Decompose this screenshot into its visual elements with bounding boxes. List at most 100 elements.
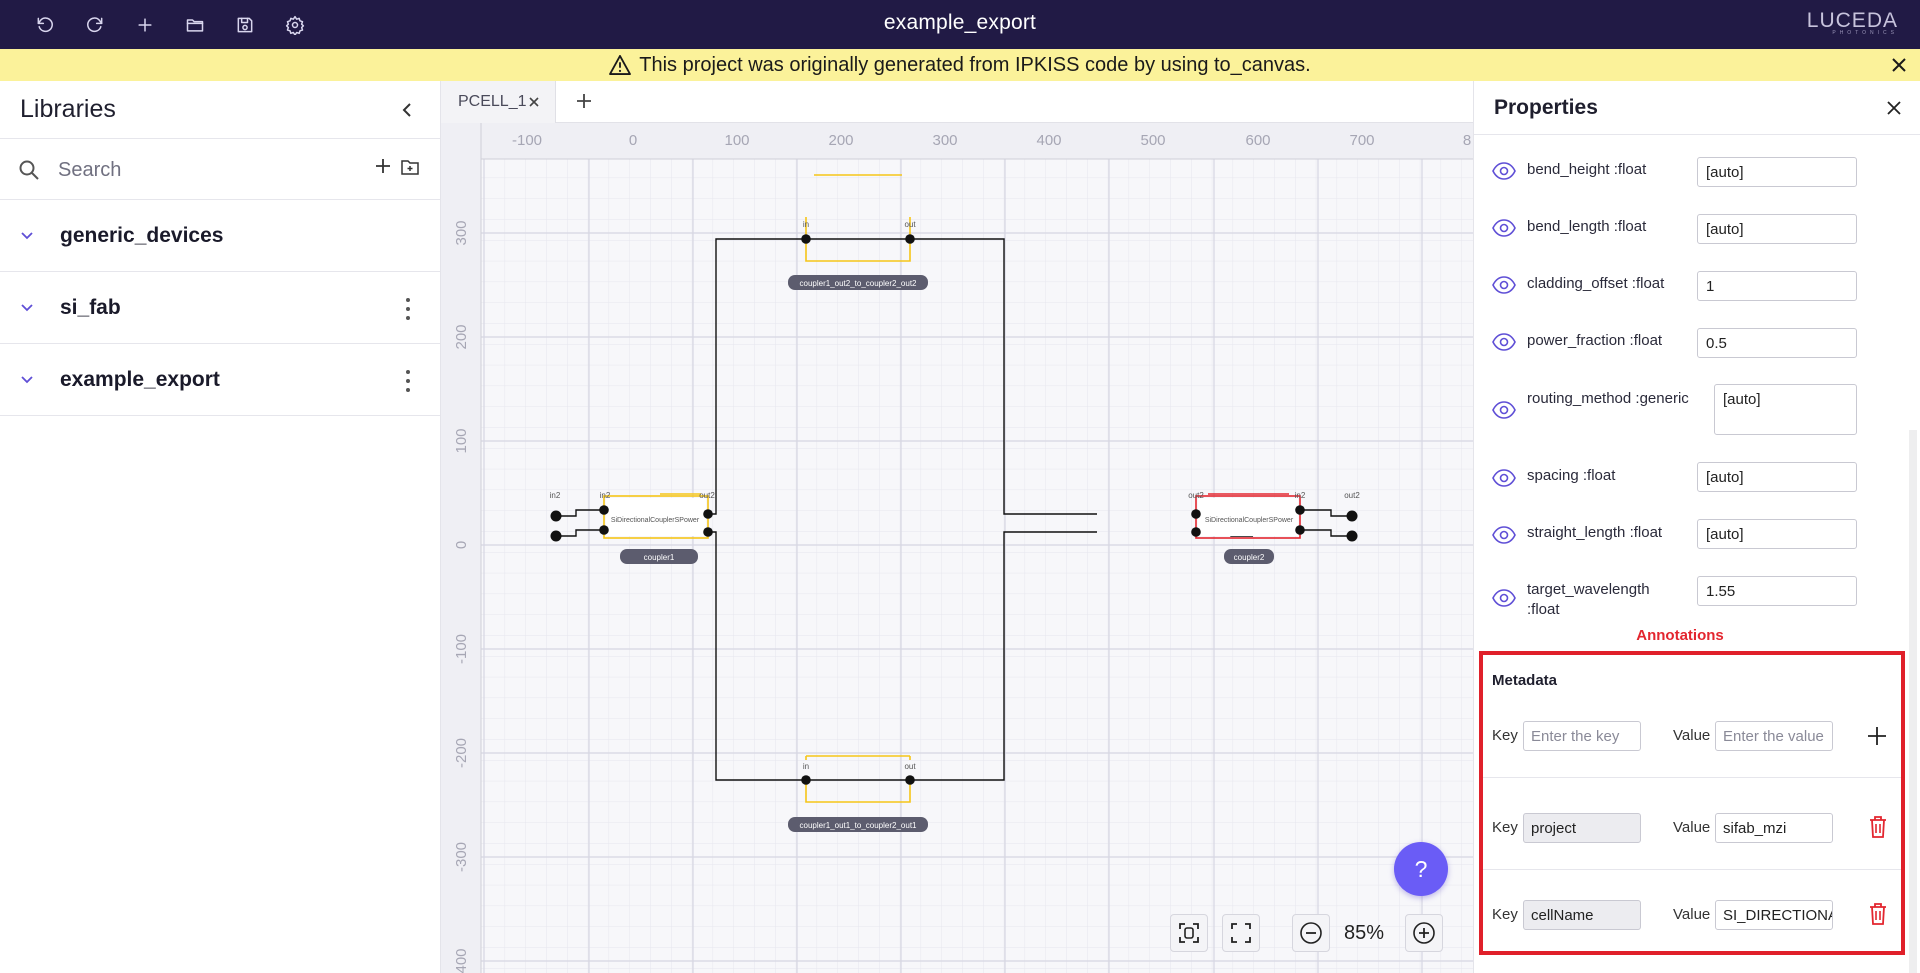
route-bottom[interactable]: in out coupler1_out1_to_coupler2_out1 bbox=[788, 755, 928, 832]
eye-icon[interactable] bbox=[1492, 276, 1516, 299]
properties-scrollbar[interactable] bbox=[1909, 430, 1917, 973]
close-icon bbox=[1887, 101, 1901, 115]
param-power-fraction-input[interactable] bbox=[1697, 328, 1857, 358]
param-bend-length-input[interactable] bbox=[1697, 214, 1857, 244]
coupler1[interactable]: SiDirectionalCouplerSPower in2 in2 out2 … bbox=[550, 491, 716, 564]
redo-button[interactable] bbox=[70, 0, 120, 49]
key-label: Key bbox=[1492, 727, 1518, 744]
toolbar bbox=[20, 0, 320, 49]
library-item-si-fab[interactable]: si_fab bbox=[0, 272, 440, 344]
import-library-button[interactable] bbox=[401, 158, 419, 180]
param-cladding-offset-input[interactable] bbox=[1697, 271, 1857, 301]
more-options-icon[interactable] bbox=[398, 298, 418, 320]
y-tick: 100 bbox=[453, 428, 470, 453]
coupler2-text: SiDirectionalCouplerSPower bbox=[1205, 517, 1294, 524]
undo-icon bbox=[37, 16, 53, 32]
metadata-key-input[interactable] bbox=[1523, 900, 1641, 930]
param-spacing-input[interactable] bbox=[1697, 462, 1857, 492]
close-icon bbox=[529, 97, 539, 107]
fit-view-button[interactable] bbox=[1170, 914, 1208, 952]
add-metadata-button[interactable] bbox=[1866, 725, 1888, 752]
chevron-left-icon bbox=[402, 103, 411, 117]
value-label: Value bbox=[1673, 906, 1711, 923]
param-name: straight_length :float bbox=[1527, 524, 1663, 541]
redo-icon bbox=[87, 16, 103, 32]
metadata-key-input[interactable] bbox=[1523, 813, 1641, 843]
route-top-label: coupler1_out2_to_coupler2_out2 bbox=[800, 279, 918, 288]
undo-button[interactable] bbox=[20, 0, 70, 49]
x-tick: 8 bbox=[1463, 132, 1471, 149]
coupler1-text: SiDirectionalCouplerSPower bbox=[611, 517, 700, 524]
plus-icon bbox=[376, 159, 390, 173]
eye-icon[interactable] bbox=[1492, 401, 1516, 424]
settings-button[interactable] bbox=[270, 0, 320, 49]
library-search-input[interactable] bbox=[58, 153, 358, 187]
library-label: generic_devices bbox=[60, 223, 224, 247]
new-metadata-key-input[interactable] bbox=[1523, 721, 1641, 751]
y-tick: -300 bbox=[453, 842, 470, 872]
eye-icon[interactable] bbox=[1492, 469, 1516, 492]
add-library-button[interactable] bbox=[374, 157, 392, 180]
fullscreen-icon bbox=[1231, 923, 1251, 943]
param-name: target_wavelength:float bbox=[1527, 581, 1650, 618]
param-name: routing_method :generic bbox=[1527, 390, 1689, 407]
warning-text: This project was originally generated fr… bbox=[639, 53, 1311, 76]
y-tick: -200 bbox=[453, 738, 470, 768]
x-tick: 0 bbox=[629, 132, 637, 149]
coupler2-label: coupler2 bbox=[1234, 553, 1265, 562]
svg-text:in2: in2 bbox=[1295, 491, 1306, 500]
delete-metadata-button[interactable] bbox=[1868, 902, 1888, 931]
param-bend-height-input[interactable] bbox=[1697, 157, 1857, 187]
libraries-title: Libraries bbox=[20, 95, 116, 123]
library-item-generic-devices[interactable]: generic_devices bbox=[0, 200, 440, 272]
fullscreen-button[interactable] bbox=[1222, 914, 1260, 952]
library-search-row bbox=[0, 139, 440, 200]
zoom-out-button[interactable] bbox=[1292, 914, 1330, 952]
more-options-icon[interactable] bbox=[398, 370, 418, 392]
coupler1-label: coupler1 bbox=[644, 553, 675, 562]
delete-metadata-button[interactable] bbox=[1868, 815, 1888, 844]
libraries-header: Libraries bbox=[0, 81, 440, 139]
major-gridlines bbox=[481, 159, 1473, 973]
param-routing-method-input[interactable]: [auto] bbox=[1714, 384, 1857, 435]
eye-icon[interactable] bbox=[1492, 162, 1516, 185]
open-button[interactable] bbox=[170, 0, 220, 49]
warning-close-button[interactable] bbox=[1888, 54, 1910, 76]
zoom-in-button[interactable] bbox=[1405, 914, 1443, 952]
param-name: bend_height :float bbox=[1527, 161, 1647, 178]
help-button[interactable]: ? bbox=[1394, 842, 1448, 896]
save-button[interactable] bbox=[220, 0, 270, 49]
close-tab-button[interactable] bbox=[528, 95, 540, 113]
new-metadata-value-input[interactable] bbox=[1715, 721, 1833, 751]
properties-title: Properties bbox=[1494, 95, 1598, 119]
add-tab-button[interactable] bbox=[574, 91, 594, 116]
metadata-value-input[interactable] bbox=[1715, 900, 1833, 930]
eye-icon[interactable] bbox=[1492, 219, 1516, 242]
canvas-drawing: -100 0 100 200 300 400 500 600 700 8 300… bbox=[441, 123, 1473, 973]
library-label: example_export bbox=[60, 367, 220, 391]
coupler2[interactable]: SiDirectionalCouplerSPower out2 in2 out2… bbox=[1188, 491, 1360, 564]
folder-plus-icon bbox=[401, 160, 419, 175]
eye-icon[interactable] bbox=[1492, 589, 1516, 612]
gear-icon bbox=[285, 15, 305, 35]
warning-icon bbox=[609, 55, 632, 75]
library-item-example-export[interactable]: example_export bbox=[0, 344, 440, 416]
collapse-libraries-button[interactable] bbox=[396, 99, 418, 121]
param-straight-length-input[interactable] bbox=[1697, 519, 1857, 549]
metadata-value-input[interactable] bbox=[1715, 813, 1833, 843]
close-properties-button[interactable] bbox=[1886, 98, 1902, 122]
new-button[interactable] bbox=[120, 0, 170, 49]
route-top[interactable]: in out coupler1_out2_to_coupler2_out2 bbox=[788, 174, 928, 290]
tab-pcell-1[interactable]: PCELL_1 bbox=[441, 81, 556, 123]
eye-icon[interactable] bbox=[1492, 333, 1516, 356]
value-label: Value bbox=[1673, 727, 1711, 744]
y-axis-ticks: 300 200 100 0 -100 -200 -300 400 bbox=[453, 220, 470, 973]
divider bbox=[1483, 777, 1901, 778]
eye-icon[interactable] bbox=[1492, 526, 1516, 549]
annotations-title: Annotations bbox=[1636, 627, 1724, 644]
param-target-wavelength-input[interactable] bbox=[1697, 576, 1857, 606]
close-icon bbox=[1892, 58, 1906, 72]
x-tick: 400 bbox=[1036, 132, 1061, 149]
design-canvas[interactable]: -100 0 100 200 300 400 500 600 700 8 300… bbox=[441, 123, 1473, 973]
